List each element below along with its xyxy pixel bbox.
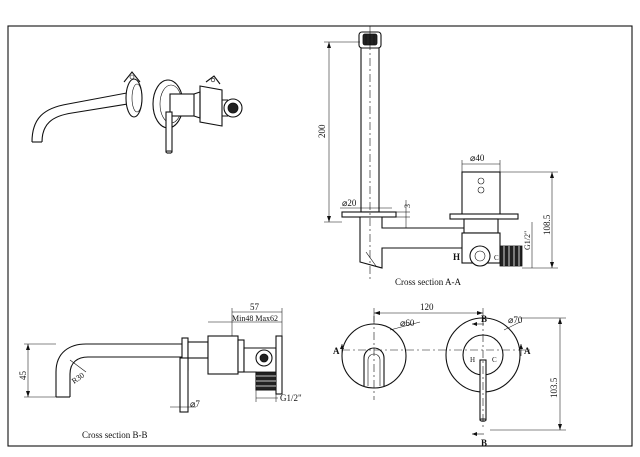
label-cross-section-bb: Cross section B-B — [82, 430, 148, 440]
dim-aa-diam-spout: ⌀20 — [342, 198, 357, 208]
dim-bb-spout-height: 45 — [18, 371, 28, 381]
section-b-top: B — [481, 314, 487, 324]
dim-aa-thread: G1/2" — [523, 231, 532, 250]
cross-section-aa: 200 ⌀20 3 ⌀40 108.5 G1/2" H C Cross sect… — [317, 26, 558, 287]
section-a-left: A — [333, 346, 340, 356]
isometric-view — [31, 71, 243, 154]
dim-bb-diam-lever: ⌀7 — [190, 399, 200, 409]
dim-front-spacing: 120 — [420, 302, 434, 312]
front-view: H C 120 ⌀60 ⌀70 103.5 A A B B — [333, 302, 566, 448]
cross-section-bb: R30 57 Min48 Max62 45 ⌀7 — [18, 302, 302, 440]
dim-bb-radius: R30 — [70, 371, 86, 386]
dim-aa-height: 200 — [317, 124, 327, 138]
dim-front-height: 103.5 — [549, 377, 559, 398]
dim-bb-thread: G1/2" — [280, 393, 302, 403]
drawing-frame — [7, 25, 633, 447]
mark-aa-hot: H — [453, 252, 460, 262]
dim-front-diam-valve-plate: ⌀70 — [508, 315, 523, 325]
section-b-bottom: B — [481, 438, 487, 448]
dim-bb-range: Min48 Max62 — [232, 314, 278, 323]
label-cross-section-aa: Cross section A-A — [395, 277, 461, 287]
dim-bb-depth: 57 — [250, 302, 260, 312]
mark-front-cold: C — [492, 356, 497, 364]
mark-front-hot: H — [470, 356, 475, 364]
dim-aa-height-right: 108.5 — [542, 214, 552, 235]
mark-aa-cold: C — [494, 254, 499, 262]
dim-aa-diam-top: ⌀40 — [470, 153, 485, 163]
dim-front-diam-spout-plate: ⌀60 — [400, 318, 415, 328]
section-a-right: A — [524, 346, 531, 356]
dim-aa-thickness: 3 — [403, 204, 412, 208]
